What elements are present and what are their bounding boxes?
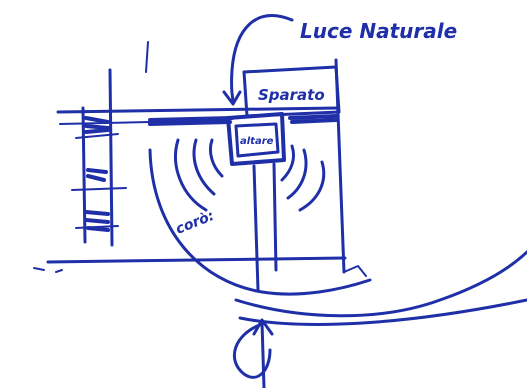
arc-right-2 bbox=[288, 150, 306, 198]
altar-label: altare bbox=[240, 136, 274, 147]
choir-label: corò: bbox=[174, 208, 217, 238]
top-note-label: Luce Naturale bbox=[300, 19, 457, 43]
arc-left-3 bbox=[176, 140, 206, 210]
stray-mark bbox=[146, 42, 148, 72]
lower-sweep-1 bbox=[236, 252, 527, 316]
roof-band-bottom bbox=[60, 122, 150, 124]
roof-band-top bbox=[58, 108, 338, 112]
entry-tick-left bbox=[34, 268, 62, 272]
sign-label: Sparato bbox=[258, 86, 325, 104]
arc-right-3 bbox=[300, 162, 324, 210]
nave-column bbox=[254, 164, 276, 290]
right-wall-base bbox=[344, 266, 366, 276]
arc-left-1 bbox=[210, 140, 222, 176]
right-wall bbox=[336, 60, 344, 272]
entry-loop bbox=[234, 324, 270, 377]
ground-line bbox=[48, 258, 345, 262]
entry-arrow-shaft bbox=[262, 322, 264, 388]
